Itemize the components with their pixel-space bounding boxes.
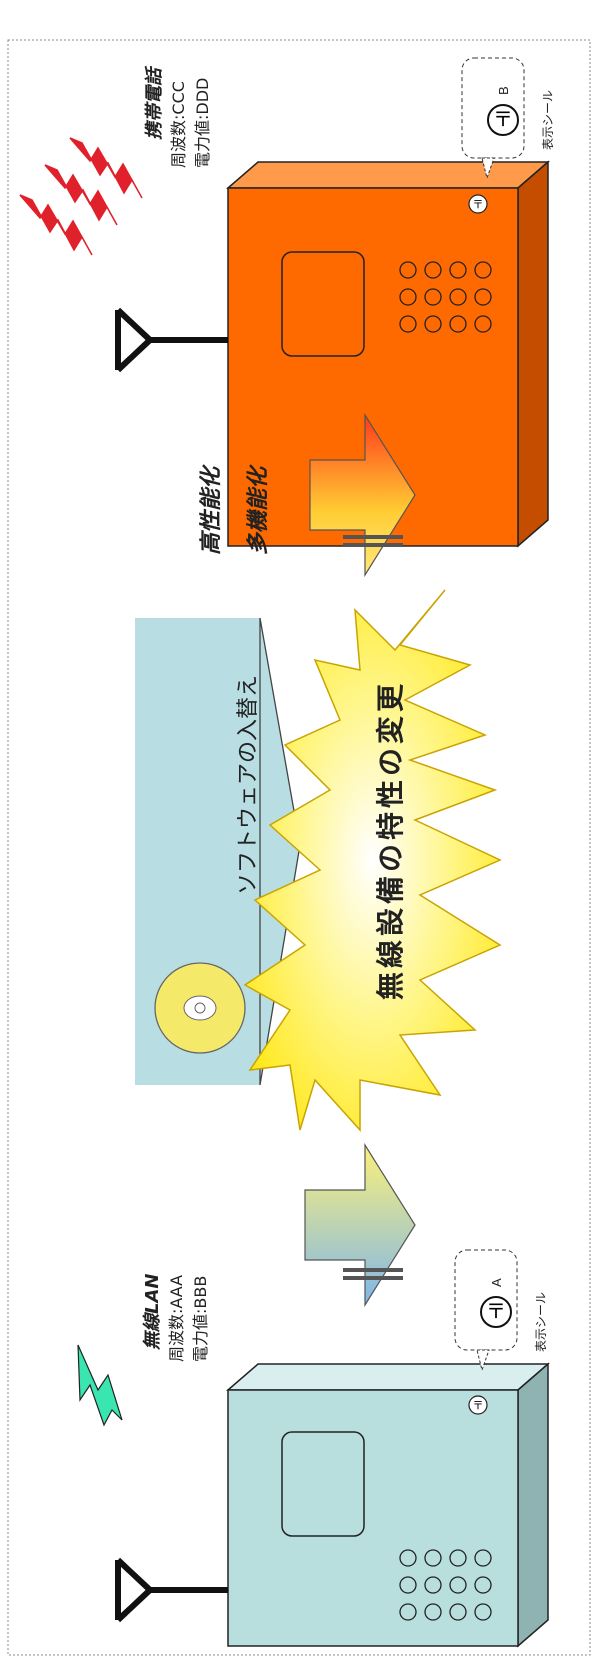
device-before: 〒 [225, 1362, 551, 1648]
signal-bolt-icon [19, 137, 143, 256]
keypad-before [399, 1549, 492, 1621]
device-type-before: 無線LAN [142, 1274, 163, 1351]
frequency-before: 周波数:AAA [167, 1275, 186, 1362]
sticker-mark-after: B [496, 86, 511, 95]
device-body-before [227, 1389, 519, 1647]
giteki-mark-icon: 〒 [487, 104, 519, 136]
device-type-after: 携帯電話 [144, 65, 165, 140]
antenna-icon [115, 1557, 228, 1623]
characteristics-change-label: 無線設備の特性の変更 [374, 680, 407, 1000]
svg-text:〒: 〒 [473, 198, 484, 211]
sticker-caption-after: 表示シール [541, 90, 555, 150]
sticker-mark-before: A [489, 1278, 504, 1287]
antenna-icon [115, 307, 228, 373]
keypad-after [399, 261, 492, 333]
software-band: ソフトウェアの入替え [135, 617, 301, 1086]
sticker-callout-after: 〒 B 表示シール [461, 57, 555, 180]
software-replace-label: ソフトウェアの入替え [236, 675, 261, 895]
improvement-functions: 多機能化 [245, 464, 271, 555]
svg-text:〒: 〒 [493, 107, 513, 131]
power-before: 電力値:BBB [191, 1276, 210, 1362]
improvement-performance: 高性能化 [198, 464, 224, 555]
sticker-caption-before: 表示シール [534, 1292, 548, 1352]
arrow-upgrade [309, 412, 416, 578]
giteki-mark-icon: 〒 [468, 1395, 488, 1415]
frequency-after: 周波数:CCC [169, 81, 188, 168]
giteki-mark-icon: 〒 [480, 1296, 512, 1328]
cd-disc-icon [154, 962, 246, 1054]
svg-text:〒: 〒 [473, 1399, 484, 1412]
svg-text:〒: 〒 [486, 1299, 506, 1323]
giteki-mark-icon: 〒 [468, 194, 488, 214]
signal-bolt-icon [77, 1344, 123, 1427]
frame-border [7, 39, 591, 1656]
arrow-software [304, 1142, 416, 1308]
power-after: 電力値:DDD [193, 78, 212, 168]
sticker-callout-before: 〒 A 表示シール [454, 1249, 548, 1372]
device-screen-before [281, 1431, 365, 1537]
device-screen-after [281, 251, 365, 357]
change-burst: 無線設備の特性の変更 [243, 589, 502, 1132]
